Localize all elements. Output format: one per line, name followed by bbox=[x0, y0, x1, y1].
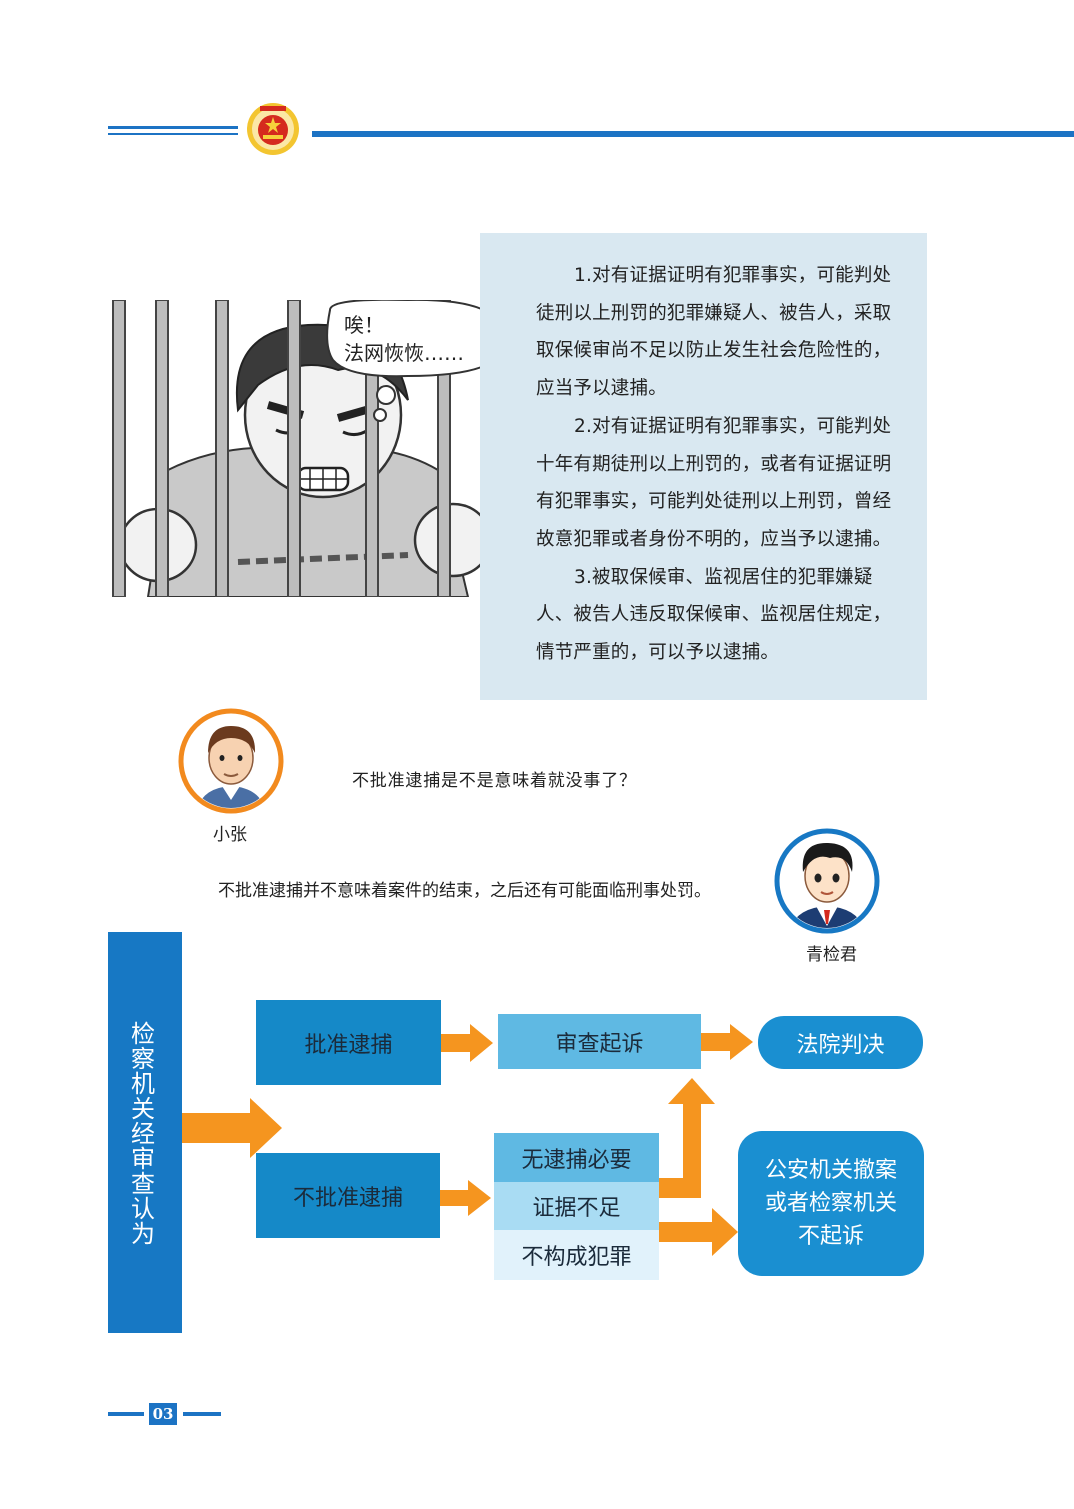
reason-not-crime-box: 不构成犯罪 bbox=[494, 1230, 659, 1280]
procuratorate-emblem-icon bbox=[247, 103, 299, 155]
reject-arrest-box: 不批准逮捕 bbox=[256, 1153, 440, 1238]
qingjianjun-avatar bbox=[774, 828, 880, 934]
review-label-char: 认 bbox=[131, 1195, 155, 1223]
procuratorate-review-label: 检 察 机 关 经 审 查 认 为 bbox=[128, 1022, 158, 1247]
header-rule-right bbox=[312, 131, 1074, 137]
arrow-review-court-icon bbox=[701, 1024, 753, 1060]
arrow-reasons-police-icon bbox=[659, 1208, 738, 1256]
header-rule-left bbox=[108, 126, 238, 129]
review-label-char: 检 bbox=[131, 1020, 155, 1048]
xiaozhang-question: 不批准逮捕是不是意味着就没事了？ bbox=[352, 771, 637, 791]
procuratorate-review-bar bbox=[108, 932, 182, 1333]
review-label-char: 查 bbox=[131, 1170, 155, 1198]
police-withdraw-box: 公安机关撤案或者检察机关不起诉 bbox=[738, 1131, 924, 1276]
law-paragraph-2: 2.对有证据证明有犯罪事实，可能判处十年有期徒刑以上刑罚的，或者有证据证明有犯罪… bbox=[536, 415, 892, 550]
qingjianjun-name: 青检君 bbox=[806, 945, 857, 965]
reason-no-necessity-box: 无逮捕必要 bbox=[494, 1133, 659, 1182]
qingjianjun-answer: 不批准逮捕并不意味着案件的结束，之后还有可能面临刑事处罚。 bbox=[218, 881, 711, 901]
review-label-char: 机 bbox=[131, 1070, 155, 1098]
review-label-char: 审 bbox=[131, 1145, 155, 1173]
review-label-char: 为 bbox=[131, 1220, 155, 1248]
law-paragraph-3: 3.被取保候审、监视居住的犯罪嫌疑人、被告人违反取保候审、监视居住规定，情节严重… bbox=[536, 566, 892, 664]
review-label-char: 经 bbox=[131, 1120, 155, 1148]
footer-rule-left bbox=[108, 1412, 144, 1416]
page-number: 03 bbox=[149, 1403, 177, 1425]
arrow-start-icon bbox=[182, 1098, 282, 1158]
bubble-line-1: 唉！ bbox=[344, 313, 384, 337]
reason-insufficient-evidence-box: 证据不足 bbox=[494, 1182, 659, 1230]
xiaozhang-name: 小张 bbox=[213, 825, 247, 845]
footer-rule-right bbox=[183, 1412, 221, 1416]
prosecution-review-box: 审查起诉 bbox=[498, 1014, 701, 1069]
review-label-char: 察 bbox=[131, 1045, 155, 1073]
arrow-approve-review-icon bbox=[441, 1024, 493, 1062]
prisoner-cartoon: 唉！ 法网恢恢…… bbox=[108, 300, 508, 597]
bubble-line-2: 法网恢恢…… bbox=[344, 341, 464, 365]
arrow-reasons-review-icon bbox=[659, 1078, 715, 1198]
court-judgment-box: 法院判决 bbox=[758, 1016, 923, 1069]
approve-arrest-box: 批准逮捕 bbox=[256, 1000, 441, 1085]
review-label-char: 关 bbox=[131, 1095, 155, 1123]
xiaozhang-avatar bbox=[178, 708, 284, 814]
law-paragraph-1: 1.对有证据证明有犯罪事实，可能判处徒刑以上刑罚的犯罪嫌疑人、被告人，采取取保候… bbox=[536, 265, 892, 400]
arrest-conditions-box: 1.对有证据证明有犯罪事实，可能判处徒刑以上刑罚的犯罪嫌疑人、被告人，采取取保候… bbox=[480, 233, 927, 700]
arrow-reject-reasons-icon bbox=[440, 1180, 491, 1216]
header-rule-left-thin bbox=[108, 133, 238, 135]
